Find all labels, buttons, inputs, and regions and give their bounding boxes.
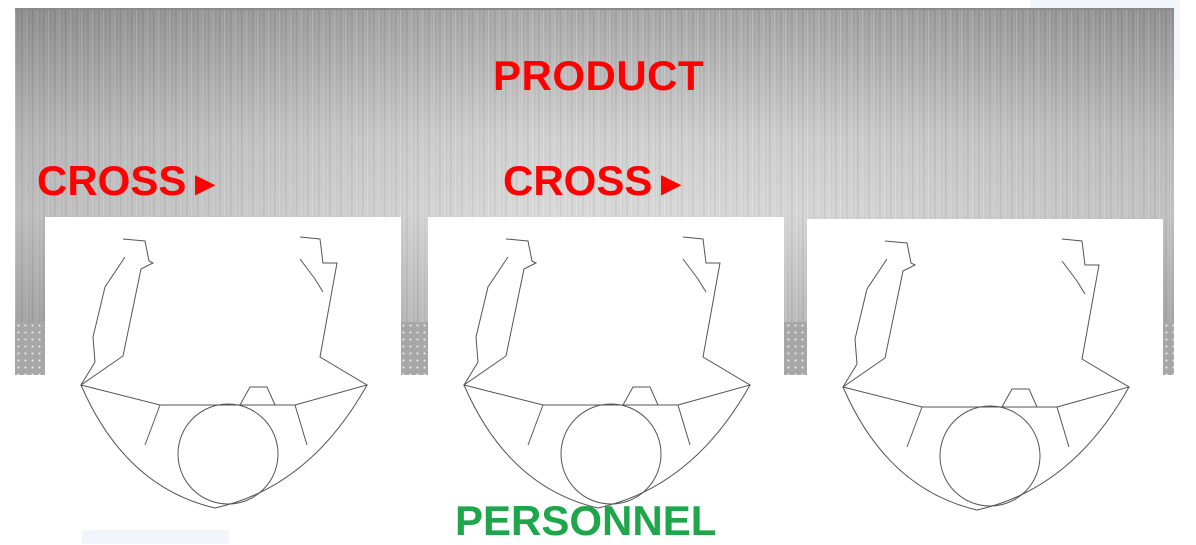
personnel-label: PERSONNEL	[455, 497, 717, 544]
workstation-1	[45, 217, 401, 527]
workstation-2	[428, 217, 784, 527]
workstation-3	[807, 219, 1163, 529]
cross-label-1: CROSS►	[37, 157, 222, 205]
cross-label-2: CROSS►	[503, 157, 688, 205]
cross-label-text: CROSS	[503, 157, 653, 204]
person-top-view-icon	[841, 238, 1131, 511]
right-pointer-icon: ►	[188, 165, 223, 203]
background-tint-bottom-left	[82, 530, 229, 544]
right-pointer-icon: ►	[654, 165, 689, 203]
person-top-view-icon	[462, 236, 752, 509]
person-top-view-icon	[79, 236, 369, 509]
product-label: PRODUCT	[493, 52, 705, 99]
cross-label-text: CROSS	[37, 157, 187, 204]
